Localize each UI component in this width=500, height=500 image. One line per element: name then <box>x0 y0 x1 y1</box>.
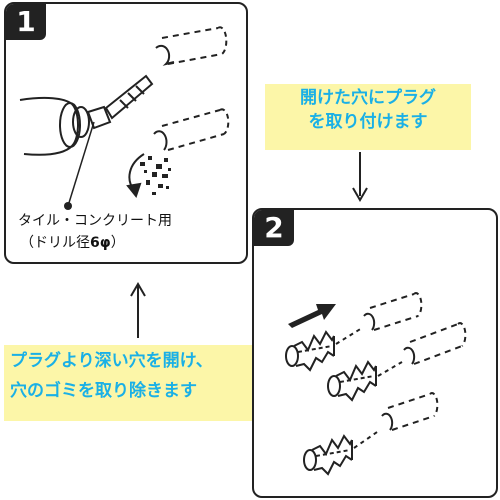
falling-debris-arrow-icon <box>126 153 145 199</box>
drill-icon <box>19 74 154 156</box>
plug-anchor-icon <box>303 434 353 476</box>
callout-drill-deeper-line2: 穴のゴミを取り除きます <box>10 381 197 401</box>
drill-caption-line2: （ドリル径6φ） <box>20 234 125 252</box>
debris-particles <box>140 156 171 195</box>
plug-insertion-illustration <box>285 292 467 476</box>
plug-anchor-icon <box>285 330 335 372</box>
drilling-illustration <box>19 26 230 210</box>
arrow-up-icon <box>130 282 146 338</box>
callout-insert-plug-line1: 開けた穴にプラグ <box>300 88 436 108</box>
step-1-panel: 1 <box>4 2 248 264</box>
callout-drill-deeper-line1: プラグより深い穴を開け、 <box>10 351 213 371</box>
drill-caption-suffix: ） <box>110 235 125 251</box>
drill-caption-prefix: （ドリル径 <box>20 235 90 251</box>
step-2-panel: 2 <box>252 208 498 498</box>
callout-insert-plug-line2: を取り付けます <box>308 112 428 132</box>
step-2-badge: 2 <box>254 210 294 246</box>
step-1-badge: 1 <box>6 4 46 40</box>
plug-anchor-icon <box>327 360 377 402</box>
arrow-down-icon <box>352 152 368 202</box>
plug-set-2 <box>327 322 467 402</box>
callout-insert-plug: 開けた穴にプラグ を取り付けます <box>265 84 471 150</box>
callout-drill-deeper: プラグより深い穴を開け、 穴のゴミを取り除きます <box>4 345 256 421</box>
plug-set-1 <box>285 292 423 372</box>
drilled-hole-bottom <box>153 108 230 151</box>
plug-set-3 <box>303 392 439 476</box>
insertion-direction-arrow-icon <box>288 304 336 328</box>
drill-caption-line1: タイル・コンクリート用 <box>18 213 172 229</box>
drill-diameter-value: 6φ <box>90 235 111 251</box>
drilled-hole-top <box>155 26 228 66</box>
